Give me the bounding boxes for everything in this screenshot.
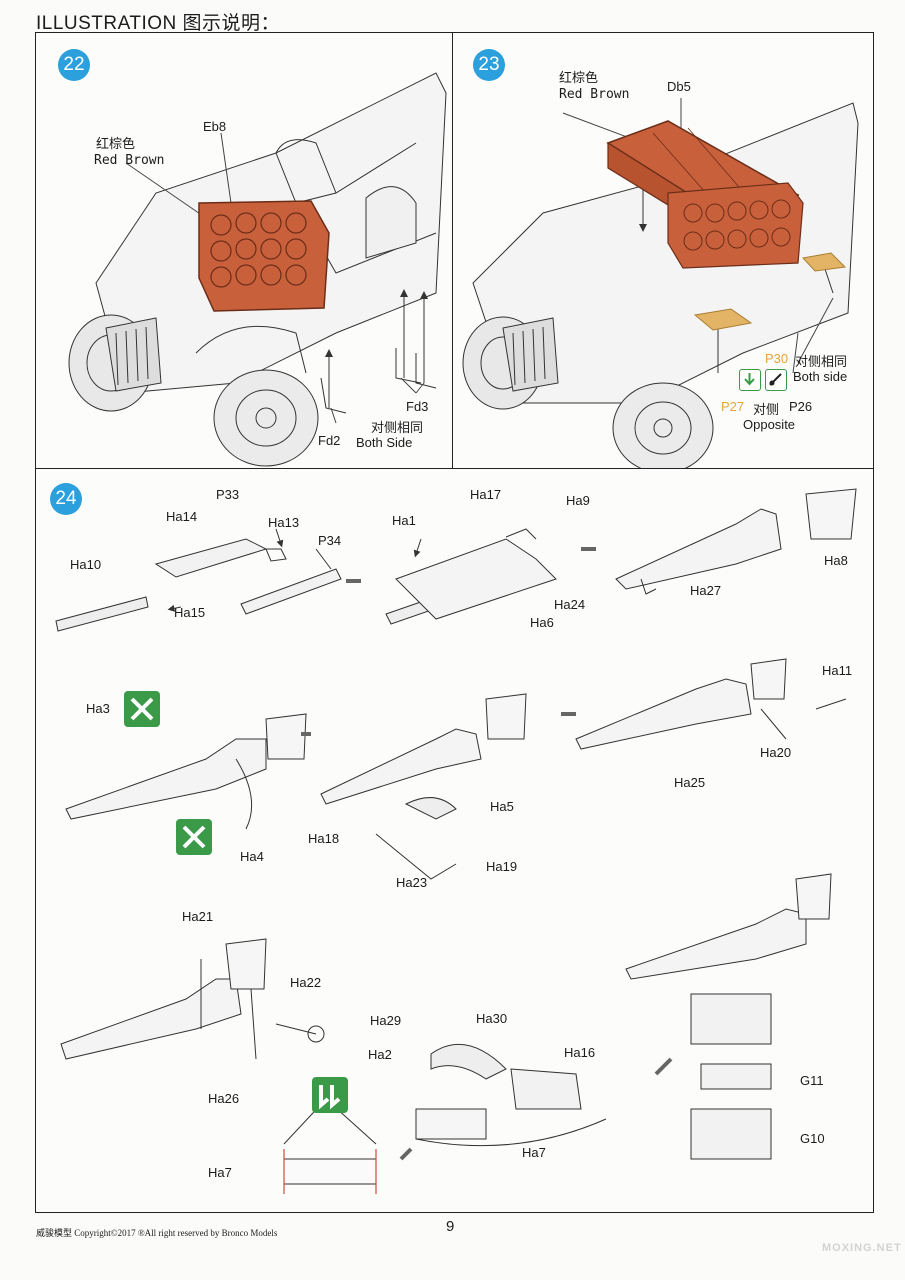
vehicle-rear-drawing (462, 98, 859, 470)
part-ha26-label: Ha26 (208, 1091, 240, 1106)
part-eb8-label: Eb8 (203, 119, 227, 134)
color-cn-label-23: 红棕色 (559, 71, 599, 86)
part-p26-label: P26 (789, 399, 813, 414)
part-p27-label: P27 (721, 399, 745, 414)
step-24-badge: 24 (50, 483, 82, 515)
page-title: ILLUSTRATION 图示说明： (36, 13, 281, 34)
step-24-panel: 24 (35, 468, 874, 1213)
part-ha10-label: Ha10 (70, 557, 102, 572)
color-cn-label: 红棕色 (96, 137, 136, 152)
part-fd2-label: Fd2 (318, 433, 341, 448)
part-p34-label: P34 (318, 533, 342, 548)
part-ha9-label: Ha9 (566, 493, 590, 508)
part-fd3-label: Fd3 (406, 399, 429, 414)
part-ha24-label: Ha24 (554, 597, 586, 612)
part-ha13-label: Ha13 (268, 515, 300, 530)
opposite-en-label: Opposite (743, 417, 796, 432)
part-ha21-label: Ha21 (182, 909, 214, 924)
part-g10-label: G10 (800, 1131, 825, 1146)
step-23-panel: 23 (452, 32, 874, 470)
part-ha30-label: Ha30 (476, 1011, 508, 1026)
part-ha16-label: Ha16 (564, 1045, 596, 1060)
part-ha14-label: Ha14 (166, 509, 198, 524)
ammo-rack-rear (667, 182, 804, 269)
part-ha5-label: Ha5 (490, 799, 514, 814)
part-db5-label: Db5 (667, 79, 691, 94)
part-ha15-label: Ha15 (174, 605, 206, 620)
part-ha6-label: Ha6 (530, 615, 554, 630)
part-ha19-label: Ha19 (486, 859, 518, 874)
cut-tool-icon (124, 691, 160, 727)
site-watermark: MOXING.NET (822, 1242, 902, 1254)
both-side-cn-label: 对侧相同 (371, 421, 424, 436)
part-ha29-label: Ha29 (370, 1013, 402, 1028)
opposite-cn-label: 对侧 (753, 403, 780, 418)
color-en-label-23: Red Brown (559, 87, 630, 102)
both-side-en-label: Both Side (356, 435, 413, 450)
part-g11-label: G11 (800, 1073, 824, 1088)
part-ha8-label: Ha8 (824, 553, 848, 568)
part-ha22-label: Ha22 (290, 975, 322, 990)
part-ha3-label: Ha3 (86, 701, 110, 716)
eb8-ammo-rack (198, 200, 330, 312)
both-side-cn-label-23: 对侧相同 (795, 355, 848, 370)
part-ha20-label: Ha20 (760, 745, 792, 760)
gun-assembly-drawing (55, 488, 857, 1194)
part-ha4-label: Ha4 (240, 849, 264, 864)
cement-icon (765, 369, 787, 391)
part-p30-label: P30 (765, 351, 789, 366)
part-ha7-label-bracket: Ha7 (208, 1165, 232, 1180)
step-22-panel: 22 (35, 32, 453, 469)
vehicle-front-drawing (68, 72, 447, 467)
part-ha7-label-plate: Ha7 (522, 1145, 546, 1160)
both-side-en-label-23: Both side (793, 369, 848, 384)
part-ha2-label: Ha2 (368, 1047, 392, 1062)
part-ha17-label: Ha17 (470, 487, 502, 502)
step-23-badge: 23 (473, 49, 505, 81)
part-ha18-label: Ha18 (308, 831, 340, 846)
page-number: 9 (446, 1218, 455, 1235)
part-ha11-label: Ha11 (822, 663, 853, 678)
step-22-badge: 22 (58, 49, 90, 81)
part-ha27-label: Ha27 (690, 583, 722, 598)
color-en-label: Red Brown (94, 153, 165, 168)
copyright-text: 威骏模型 Copyright©2017 ®All right reserved … (36, 1228, 278, 1238)
part-ha25-label: Ha25 (674, 775, 706, 790)
part-ha1-label: Ha1 (392, 513, 416, 528)
cut-tool-icon-2 (176, 819, 212, 855)
glue-down-icon (739, 369, 761, 391)
part-p33-label: P33 (216, 487, 240, 502)
part-ha23-label: Ha23 (396, 875, 428, 890)
bend-parts-icon (312, 1077, 348, 1113)
